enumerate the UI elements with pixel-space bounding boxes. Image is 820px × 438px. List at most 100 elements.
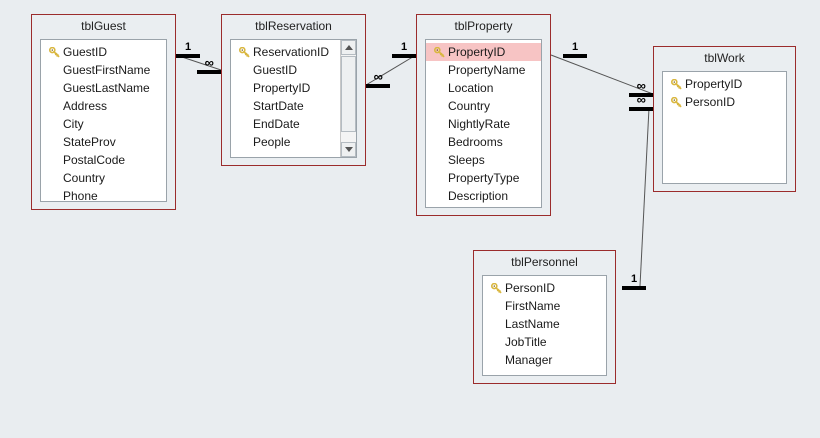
field-label: PropertyName: [448, 63, 526, 77]
field-label: PropertyID: [448, 45, 506, 59]
cardinality-label: 1: [571, 41, 579, 53]
field-label: Phone: [63, 189, 98, 202]
primary-key-icon-slot: [430, 43, 448, 61]
field-label: Country: [448, 99, 491, 113]
field-label: People: [253, 135, 291, 149]
table-title: tblGuest: [81, 19, 126, 33]
field-label: JobTitle: [505, 335, 547, 349]
scroll-up-button[interactable]: [341, 40, 356, 55]
field-row[interactable]: LastName: [483, 315, 606, 333]
scrollbar-thumb[interactable]: [341, 56, 356, 132]
table-title: tblProperty: [454, 19, 513, 33]
field-row[interactable]: PropertyID: [231, 79, 339, 97]
cardinality-marker-many-tblProperty-tblWork: ∞: [629, 78, 653, 99]
relationship-line-tblPersonnel-tblWork[interactable]: [639, 107, 650, 287]
field-label: LastName: [505, 317, 560, 331]
field-row[interactable]: ReservationID: [231, 43, 339, 61]
field-label: PropertyID: [253, 81, 311, 95]
field-label: PropertyID: [685, 77, 743, 91]
field-row[interactable]: PersonID: [663, 93, 786, 111]
field-row[interactable]: Address: [41, 97, 166, 115]
field-row[interactable]: PropertyID: [426, 43, 541, 61]
primary-key-icon-slot: [487, 279, 505, 297]
primary-key-icon-slot: [235, 43, 253, 61]
field-label: GuestID: [253, 63, 298, 77]
primary-key-icon: [238, 47, 249, 58]
field-row[interactable]: NightlyRate: [426, 115, 541, 133]
cardinality-bar: [197, 70, 221, 74]
field-label: StateProv: [63, 135, 116, 149]
field-label: PropertyType: [448, 171, 520, 185]
cardinality-bar: [629, 107, 653, 111]
field-row[interactable]: Description: [426, 187, 541, 205]
field-row[interactable]: StateProv: [41, 133, 166, 151]
primary-key-icon-slot: [45, 43, 63, 61]
field-row[interactable]: Manager: [483, 351, 606, 369]
table-title: tblPersonnel: [511, 255, 578, 269]
field-label: ReservationID: [253, 45, 330, 59]
field-row[interactable]: PersonID: [483, 279, 606, 297]
primary-key-icon-slot: [667, 75, 685, 93]
field-row[interactable]: JobTitle: [483, 333, 606, 351]
primary-key-icon-slot: [667, 93, 685, 111]
cardinality-bar: [563, 54, 587, 58]
field-label: Sleeps: [448, 153, 485, 167]
cardinality-label: ∞: [636, 78, 646, 93]
field-row[interactable]: StartDate: [231, 97, 339, 115]
field-row[interactable]: Bedrooms: [426, 133, 541, 151]
cardinality-bar: [629, 93, 653, 97]
primary-key-icon: [48, 47, 59, 58]
field-label: PersonID: [505, 281, 556, 295]
cardinality-label: 1: [184, 41, 192, 53]
field-list[interactable]: PropertyID PersonID: [663, 72, 786, 183]
relationship-line-tblProperty-tblWork[interactable]: [550, 54, 654, 95]
cardinality-label: ∞: [373, 69, 383, 84]
cardinality-bar: [176, 54, 200, 58]
scroll-down-button[interactable]: [341, 142, 356, 157]
field-row[interactable]: Location: [426, 79, 541, 97]
field-label: PersonID: [685, 95, 736, 109]
field-row[interactable]: GuestID: [41, 43, 166, 61]
field-row[interactable]: GuestFirstName: [41, 61, 166, 79]
field-label: NightlyRate: [448, 117, 511, 131]
primary-key-icon: [670, 79, 681, 90]
field-row[interactable]: Country: [41, 169, 166, 187]
cardinality-marker-many-tblPersonnel-tblWork: ∞: [629, 93, 653, 113]
field-row[interactable]: PropertyType: [426, 169, 541, 187]
field-label: Country: [63, 171, 106, 185]
field-row[interactable]: Country: [426, 97, 541, 115]
cardinality-marker-many-tblGuest-tblReservation: ∞: [197, 56, 221, 76]
field-row[interactable]: GuestLastName: [41, 79, 166, 97]
field-row[interactable]: PostalCode: [41, 151, 166, 169]
field-list-box: PropertyID PersonID: [662, 71, 787, 184]
cardinality-label: 1: [400, 41, 408, 53]
field-row[interactable]: EndDate: [231, 115, 339, 133]
field-label: StartDate: [253, 99, 304, 113]
field-row[interactable]: GuestID: [231, 61, 339, 79]
field-row[interactable]: FirstName: [483, 297, 606, 315]
field-row[interactable]: City: [41, 115, 166, 133]
field-row[interactable]: PropertyID: [663, 75, 786, 93]
field-row[interactable]: PropertyName: [426, 61, 541, 79]
cardinality-marker-one-tblGuest-tblReservation: 1: [176, 42, 200, 60]
relationship-line-tblProperty-tblReservation[interactable]: [365, 54, 417, 86]
vertical-scrollbar[interactable]: [340, 40, 356, 157]
field-row[interactable]: Phone: [41, 187, 166, 202]
field-row[interactable]: People: [231, 133, 339, 151]
chevron-up-icon: [344, 45, 353, 50]
field-row[interactable]: Sleeps: [426, 151, 541, 169]
